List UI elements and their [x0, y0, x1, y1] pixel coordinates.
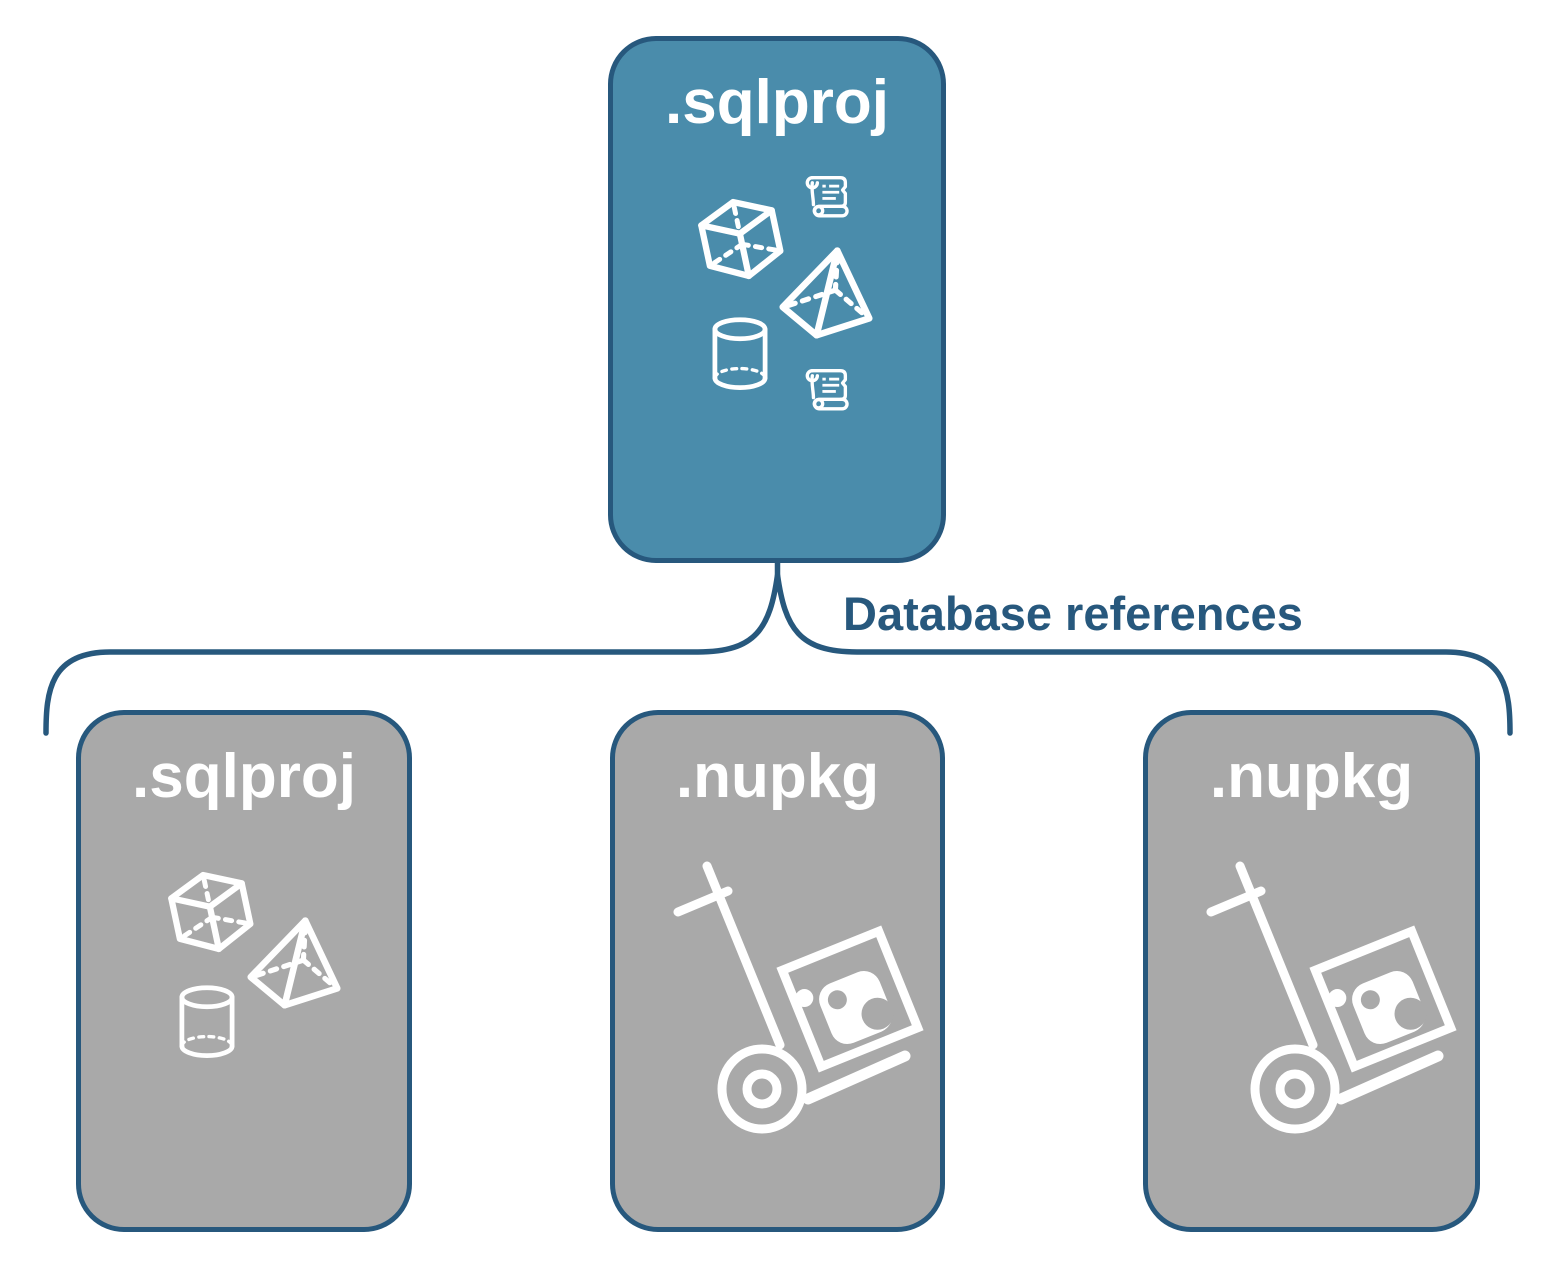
child-node-sqlproj: .sqlproj: [76, 710, 412, 1232]
child-node-nupkg-2: .nupkg: [1143, 710, 1480, 1232]
script-scroll-icon: [799, 171, 857, 227]
child-node-label: .nupkg: [1209, 742, 1414, 811]
connector-label: Database references: [843, 587, 1303, 640]
child-node-label: .nupkg: [675, 742, 880, 811]
pyramid-icon: [775, 245, 877, 339]
root-node-label: .sqlproj: [665, 68, 889, 137]
pyramid-icon: [243, 915, 345, 1009]
package-handtruck-icon: [1203, 857, 1483, 1137]
database-cylinder-icon: [706, 315, 774, 393]
script-scroll-icon: [799, 364, 857, 420]
package-handtruck-icon: [670, 857, 950, 1137]
root-node-sqlproj: .sqlproj: [608, 36, 946, 563]
cube-icon: [696, 194, 786, 284]
child-node-label: .sqlproj: [132, 742, 356, 811]
database-cylinder-icon: [173, 983, 241, 1061]
child-node-nupkg-1: .nupkg: [610, 710, 945, 1232]
